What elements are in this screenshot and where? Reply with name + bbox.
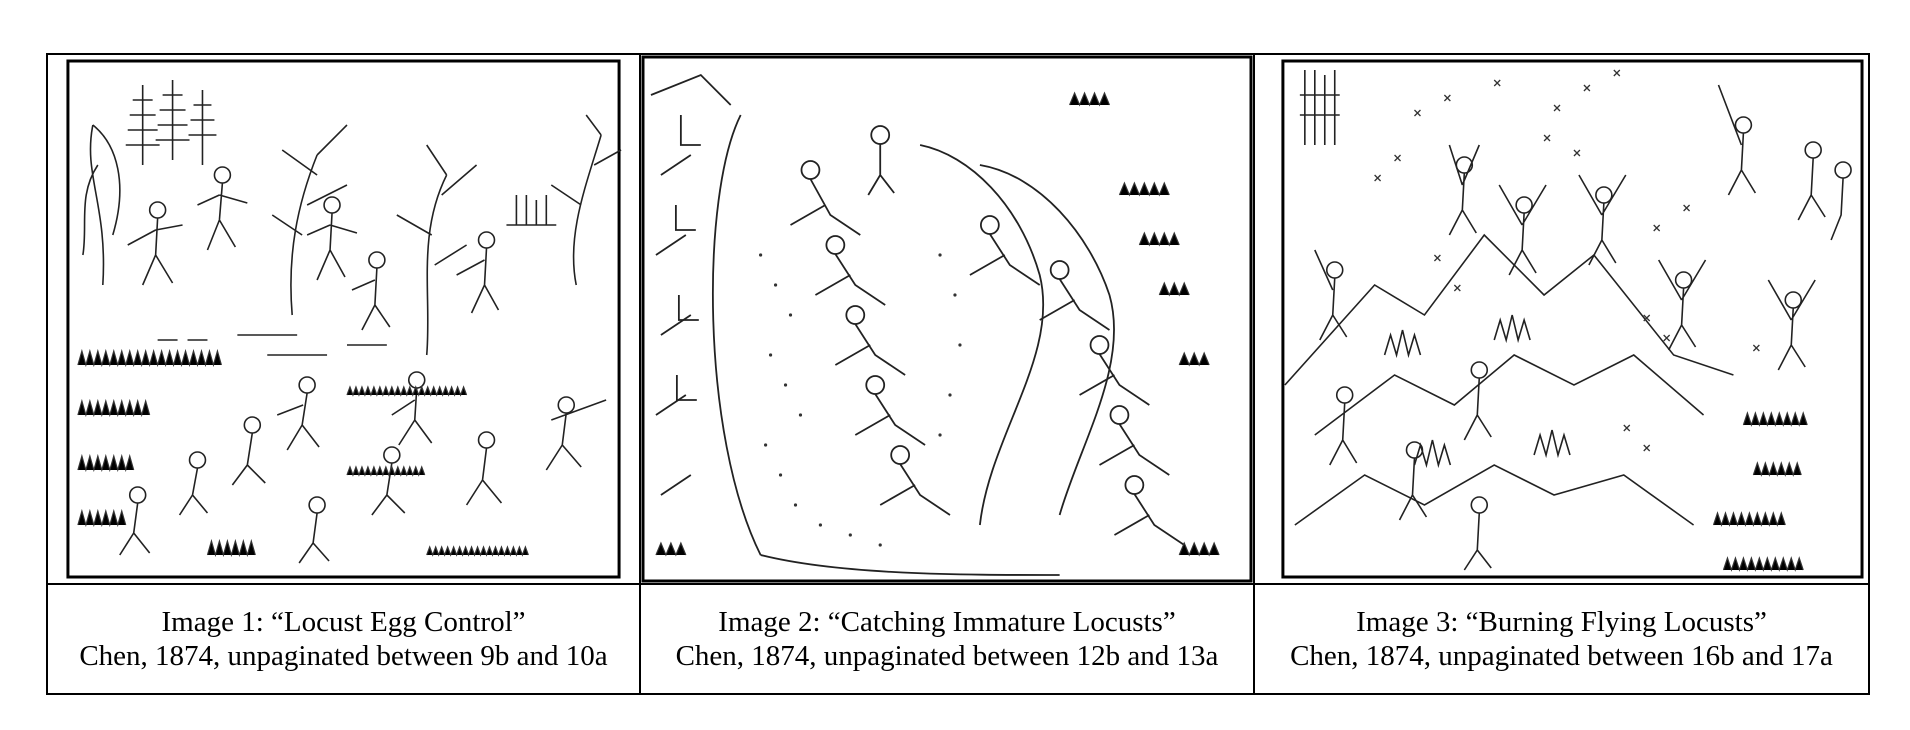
image-3-caption: Image 3: “Burning Flying Locusts” Chen, …	[1253, 583, 1870, 695]
image-1-citation: Chen, 1874, unpaginated between 9b and 1…	[79, 640, 608, 672]
image-1-woodcut	[66, 59, 622, 579]
image-3-woodcut	[1281, 59, 1864, 579]
image-2-citation: Chen, 1874, unpaginated between 12b and …	[675, 640, 1219, 672]
image-2-title: Image 2: “Catching Immature Locusts”	[718, 606, 1176, 638]
image-2-caption: Image 2: “Catching Immature Locusts” Che…	[639, 583, 1255, 695]
image-2-cell	[639, 53, 1255, 585]
image-3-citation: Chen, 1874, unpaginated between 16b and …	[1290, 640, 1833, 672]
image-1-caption: Image 1: “Locust Egg Control” Chen, 1874…	[46, 583, 641, 695]
image-row	[46, 53, 1870, 585]
image-3-title: Image 3: “Burning Flying Locusts”	[1356, 606, 1767, 638]
figure-table: Image 1: “Locust Egg Control” Chen, 1874…	[46, 53, 1870, 695]
image-1-title: Image 1: “Locust Egg Control”	[161, 606, 526, 638]
image-2-woodcut	[642, 56, 1252, 582]
image-1-cell	[46, 53, 641, 585]
image-3-cell	[1253, 53, 1870, 585]
caption-row: Image 1: “Locust Egg Control” Chen, 1874…	[46, 583, 1870, 695]
